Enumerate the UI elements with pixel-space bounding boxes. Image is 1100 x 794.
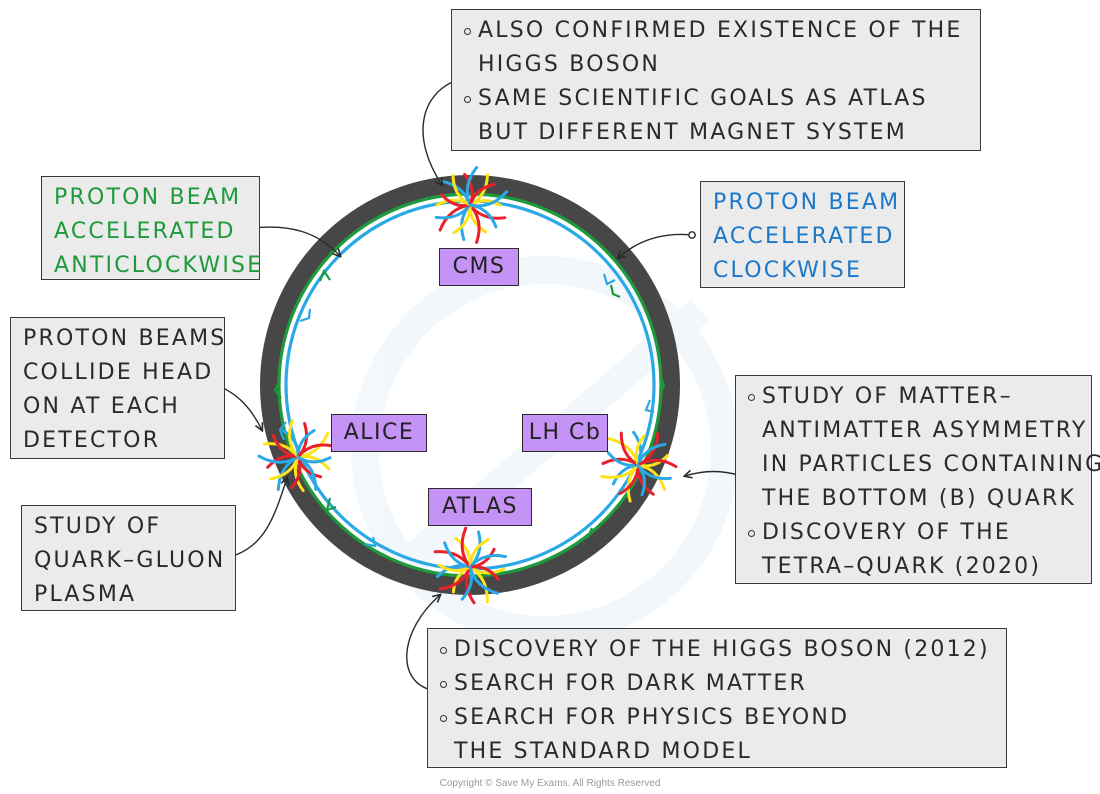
particle-track — [636, 442, 667, 467]
particle-track — [468, 182, 496, 207]
particle-track — [606, 451, 640, 467]
atlas-leader-arrow — [406, 595, 440, 691]
particle-track — [468, 190, 509, 208]
quark-gluon-leader-arrow — [228, 478, 287, 558]
cms-note-box: ALSO CONFIRMED EXISTENCE OF THE HIGGS BO… — [451, 9, 981, 151]
copyright-notice: Copyright © Save My Exams. All Rights Re… — [439, 778, 661, 789]
green-beam-direction-arrows — [273, 268, 666, 542]
cms-collision-burst — [434, 166, 509, 244]
clockwise-note-line: PROTON BEAM — [713, 190, 901, 215]
particle-track — [636, 463, 672, 481]
lhcb-note-line: TETRA–QUARK (2020) — [762, 554, 1042, 579]
atlas-note-box: DISCOVERY OF THE HIGGS BOSON (2012) SEAR… — [427, 628, 1007, 768]
anticlockwise-note-line: PROTON BEAM — [54, 185, 242, 210]
particle-track — [468, 538, 490, 569]
particle-track — [296, 429, 316, 459]
particle-track — [271, 433, 300, 459]
clockwise-note-line: ACCELERATED — [713, 224, 895, 249]
collide-note-line: DETECTOR — [23, 428, 161, 453]
lhcb-note-line: ANTIMATTER ASYMMETRY — [762, 418, 1088, 443]
particle-track — [296, 431, 330, 459]
alice-label: ALICE — [331, 414, 427, 452]
alice-collision-burst — [257, 418, 333, 493]
particle-track — [288, 418, 300, 459]
particle-track — [619, 431, 640, 467]
cms-note-line: HIGGS BOSON — [478, 52, 661, 77]
anticlockwise-note-line: ANTICLOCKWISE — [54, 253, 264, 278]
cms-note-line: BUT DIFFERENT MAGNET SYSTEM — [478, 120, 907, 145]
particle-track — [437, 563, 472, 573]
particle-track — [443, 541, 472, 569]
collide-note-line: PROTON BEAMS — [23, 326, 227, 351]
particle-track — [634, 434, 646, 467]
cms-leader-arrow — [422, 79, 458, 185]
lhcb-note-line: THE BOTTOM (b) QUARK — [762, 486, 1077, 511]
particle-track — [600, 463, 640, 479]
particle-track — [296, 443, 333, 459]
atlas-note-line: SEARCH FOR DARK MATTER — [440, 667, 998, 701]
quark-gluon-note-box: STUDY OF QUARK–GLUON PLASMA — [21, 505, 236, 611]
particle-track — [636, 454, 669, 468]
lhcb-collision-burst — [600, 430, 678, 503]
particle-track — [290, 455, 302, 489]
anticlockwise-beam-note-box: PROTON BEAM ACCELERATED ANTICLOCKWISE — [41, 176, 264, 280]
particle-track — [468, 565, 500, 581]
clockwise-note-line: CLOCKWISE — [713, 258, 863, 283]
anticlockwise-leader-arrow — [251, 226, 340, 256]
collide-note-line: ON AT EACH — [23, 394, 181, 419]
particle-track — [438, 565, 472, 591]
particle-track — [468, 173, 489, 207]
particle-track — [468, 565, 506, 575]
atlas-note-line: DISCOVERY OF THE HIGGS BOSON (2012) — [440, 633, 998, 667]
particle-track — [468, 203, 481, 244]
particle-track — [468, 553, 507, 569]
cms-note-line: SAME SCIENTIFIC GOALS AS ATLAS — [464, 82, 972, 116]
particle-track — [460, 526, 472, 569]
lhcb-note-line: STUDY OF MATTER– — [748, 380, 1083, 414]
quark-gluon-note-line: QUARK–GLUON — [34, 548, 226, 573]
collide-note-box: PROTON BEAMS COLLIDE HEAD ON AT EACH DET… — [10, 317, 225, 459]
anticlockwise-note-line: ACCELERATED — [54, 219, 236, 244]
particle-track — [434, 203, 472, 220]
cms-note-line: ALSO CONFIRMED EXISTENCE OF THE — [464, 14, 972, 48]
lhcb-note-line: DISCOVERY OF THE — [748, 516, 1083, 550]
particle-track — [296, 455, 332, 464]
particle-track — [636, 458, 678, 469]
particle-track — [618, 463, 640, 496]
quark-gluon-note-line: STUDY OF — [34, 514, 162, 539]
clockwise-leader-arrow — [618, 233, 693, 258]
particle-track — [465, 166, 479, 207]
collide-note-line: COLLIDE HEAD — [23, 360, 214, 385]
atlas-note-line: THE STANDARD MODEL — [454, 739, 752, 764]
particle-track — [440, 193, 472, 208]
atlas-note-line: SEARCH FOR PHYSICS BEYOND — [440, 701, 998, 735]
particle-track — [452, 203, 472, 235]
lhcb-label: LH Cb — [522, 414, 608, 452]
quark-gluon-note-line: PLASMA — [34, 582, 137, 607]
cms-label: CMS — [439, 248, 519, 286]
blue-beam-direction-arrows — [278, 273, 655, 548]
particle-track — [451, 174, 472, 207]
clockwise-beam-note-box: PROTON BEAM ACCELERATED CLOCKWISE — [700, 181, 905, 288]
lhcb-note-box: STUDY OF MATTER– ANTIMATTER ASYMMETRY IN… — [735, 375, 1100, 584]
particle-track — [269, 455, 300, 481]
particle-track — [257, 454, 300, 464]
particle-track — [468, 565, 499, 595]
lhcb-note-line: IN PARTICLES CONTAINING — [762, 452, 1100, 477]
green-beam-pipe — [277, 192, 663, 578]
atlas-collision-burst — [433, 526, 507, 605]
atlas-label: ATLAS — [428, 488, 532, 526]
